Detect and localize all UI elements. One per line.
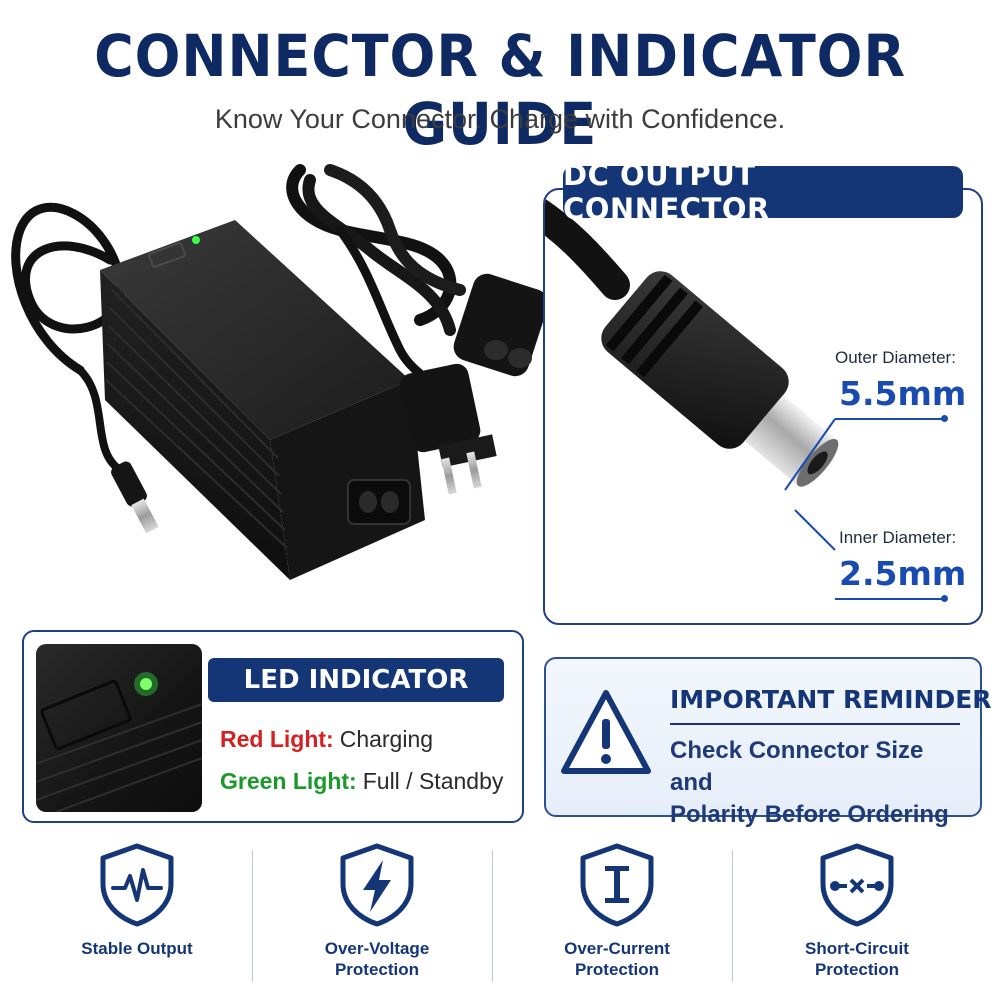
led-red-row: Red Light:Charging [220,726,433,753]
led-indicator-panel: LED INDICATOR Red Light:Charging Green L… [22,630,524,823]
lightning-shield-icon [340,843,414,927]
feature-3-line-1: Over-Current [564,939,670,958]
red-light-value: Charging [339,726,434,752]
outer-diameter-label: Outer Diameter: [835,348,956,367]
reminder-heading: IMPORTANT REMINDER [670,685,992,714]
feature-2-line-2: Protection [334,960,420,979]
reminder-line-1: Check Connector Size and [670,737,924,796]
feature-stable-output: Stable Output [22,842,252,992]
feature-4-line-1: Short-Circuit [805,939,909,958]
feature-1-line-1: Stable Output [81,939,193,958]
dc-output-heading: DC OUTPUT CONNECTOR [563,158,963,226]
feature-divider [252,850,253,982]
power-adapter-illustration [11,164,545,580]
outer-diameter-dot [941,415,948,422]
dc-output-panel: Outer Diameter: 5.5mm Inner Diameter: 2.… [543,188,983,625]
led-closeup-photo [36,644,202,812]
feature-divider [732,850,733,982]
reminder-underline [670,723,960,725]
outer-diameter-value: 5.5mm [839,374,967,413]
feature-4-line-2: Protection [814,960,900,979]
circuit-shield-icon [820,843,894,927]
pulse-shield-icon [100,843,174,927]
reminder-line-2: Polarity Before Ordering [670,801,949,828]
led-indicator-heading: LED INDICATOR [208,658,504,702]
green-light-key: Green Light: [220,768,357,794]
inner-diameter-dot [941,595,948,602]
current-shield-icon [580,843,654,927]
feature-3-line-2: Protection [574,960,660,979]
inner-diameter-label: Inner Diameter: [839,528,957,547]
page-subtitle: Know Your Connector. Charge with Confide… [214,104,786,134]
warning-triangle-icon [561,690,651,774]
feature-divider [492,850,493,982]
feature-2-line-1: Over-Voltage [324,939,430,958]
page-title: CONNECTOR & INDICATOR GUIDE [94,22,906,158]
green-light-value: Full / Standby [362,768,504,794]
inner-diameter-value: 2.5mm [839,554,967,593]
important-reminder-panel: IMPORTANT REMINDER Check Connector Size … [544,657,992,828]
reminder-text: Check Connector Size and Polarity Before… [670,735,970,831]
red-light-key: Red Light: [220,726,334,752]
led-green-row: Green Light:Full / Standby [220,768,503,795]
inner-diameter-leader [835,598,943,600]
outer-diameter-leader [835,418,943,420]
